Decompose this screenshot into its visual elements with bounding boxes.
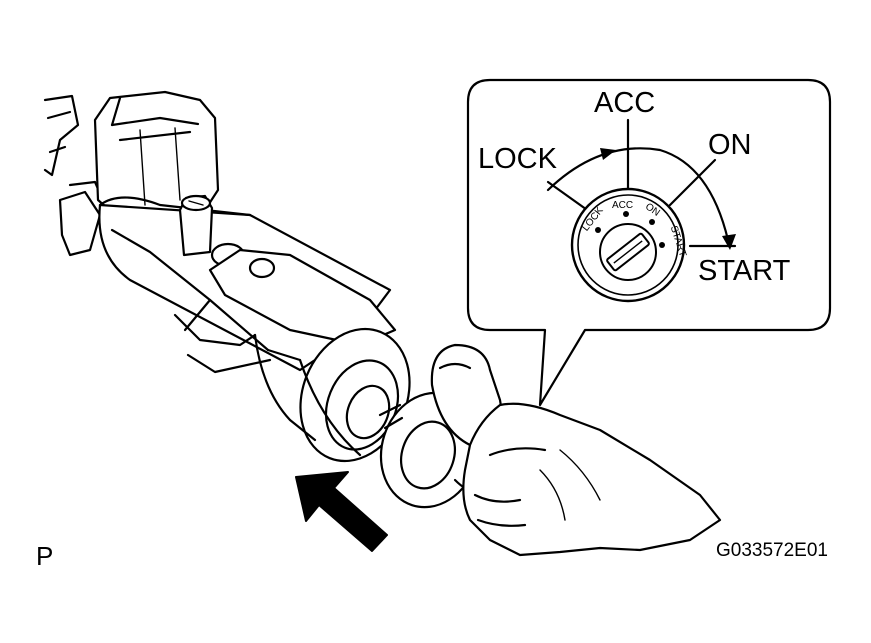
acc-detent-dot — [623, 211, 629, 217]
start-detent-dot — [659, 242, 665, 248]
callout-bubble: LOCK ACC ON START LOCK ACC ON START — [466, 78, 832, 407]
on-detent-dot — [649, 219, 655, 225]
label-start: START — [698, 255, 791, 287]
label-on: ON — [708, 129, 752, 161]
lock-detent-dot — [595, 227, 601, 233]
dial-label-acc: ACC — [612, 200, 633, 211]
arc-arrowhead-acc-icon — [600, 148, 616, 160]
steering-column-assembly — [43, 90, 411, 463]
rotation-arc — [546, 147, 730, 242]
label-acc: ACC — [594, 87, 655, 119]
ignition-dial: LOCK ACC ON START — [570, 187, 688, 303]
label-lock: LOCK — [478, 143, 558, 175]
corner-label: P — [36, 541, 53, 571]
arc-arrowhead-start-icon — [722, 234, 736, 250]
insert-direction-arrow-icon — [295, 471, 388, 552]
on-leader-line — [668, 158, 717, 207]
figure-reference-code: G033572E01 — [716, 540, 828, 561]
lock-leader-line — [546, 180, 592, 214]
key-and-hand — [378, 343, 722, 557]
